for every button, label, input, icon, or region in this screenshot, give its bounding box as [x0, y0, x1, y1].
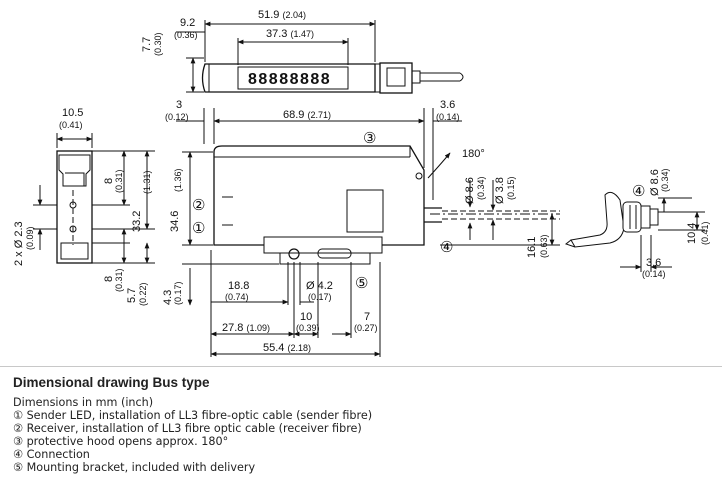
dim-top-offset-in: (0.36): [174, 30, 198, 40]
marker-3: ③: [363, 130, 376, 147]
dimensional-drawing: 88888888 51.9 (2.04) 9.2 (0.36) 37.3 (1.…: [13, 9, 710, 357]
dim-side-slot-w: 7: [364, 311, 370, 323]
dim-side-right-step-in: (0.14): [436, 112, 460, 122]
dim-side-hole-offset: 18.8: [228, 280, 249, 292]
dim-front-bot-off-in: (0.31): [114, 268, 124, 292]
dim-front-holes: 2 x Ø 2.3: [13, 221, 25, 266]
section-divider: [0, 366, 722, 367]
dim-top-overall: 51.9 (2.04): [258, 9, 306, 21]
dim-side-bracket-x: 27.8 (1.09): [222, 322, 270, 334]
caption-item-4: ④ Connection: [13, 448, 90, 462]
dim-front-fibre-pitch-in: (1.31): [142, 170, 152, 194]
side-view-body: [213, 145, 425, 246]
side-view: [176, 108, 560, 357]
dim-front-holes-in: (0.09): [25, 226, 35, 250]
dim-front-top-off-in: (0.31): [114, 169, 124, 193]
dim-front-width-in: (0.41): [59, 120, 83, 130]
dim-side-bottom-h-in: (0.17): [173, 281, 183, 305]
dim-top-height: 7.7: [141, 37, 153, 52]
top-view-body: [201, 63, 376, 93]
front-view-body: [56, 150, 93, 264]
marker-5: ⑤: [355, 275, 368, 292]
dim-side-left-step-in: (0.12): [165, 112, 189, 122]
mounting-bracket: [263, 236, 383, 254]
dim-side-hole-dia-in: (0.17): [308, 292, 332, 302]
dim-side-fibre-dia: Ø 3.8: [494, 177, 506, 204]
dim-side-bottom-h: 4.3: [162, 290, 174, 305]
dim-side-bracket-len: 55.4 (2.18): [263, 342, 311, 354]
marker-2: ②: [192, 197, 205, 214]
dim-side-height-in: (1.36): [173, 168, 183, 192]
caption-item-3: ③ protective hood opens approx. 180°: [13, 435, 229, 449]
dim-side-fibre-dia-in: (0.15): [506, 176, 516, 200]
caption-title: Dimensional drawing Bus type: [13, 375, 210, 390]
display-window: [237, 66, 349, 90]
dim-side-cable-dia: Ø 8.6: [464, 177, 476, 204]
dim-conn-height: 10.4: [686, 223, 698, 244]
dim-side-length: 68.9 (2.71): [283, 109, 331, 121]
dim-side-fibre-height-in: (0.63): [539, 234, 549, 258]
dim-top-display: 37.3 (1.47): [266, 28, 314, 40]
front-view: [33, 133, 155, 264]
caption-block: Dimensional drawing Bus type Dimensions …: [13, 375, 713, 475]
dim-conn-offset-in: (0.14): [642, 269, 666, 279]
dim-conn-offset: 3.6: [646, 257, 661, 269]
caption-item-2: ② Receiver, installation of LL3 fibre op…: [13, 422, 362, 436]
dim-side-bracket-w-in: (0.39): [296, 323, 320, 333]
side-view-window: [346, 189, 384, 233]
hood-outline: [570, 191, 625, 248]
dim-side-right-step: 3.6: [440, 99, 455, 111]
dim-top-offset: 9.2: [180, 17, 195, 29]
top-view-cable: [420, 72, 460, 82]
dim-front-bot-off: 8: [103, 276, 115, 282]
dim-side-bracket-w: 10: [300, 311, 312, 323]
dim-top-height-in: (0.30): [153, 32, 163, 56]
dim-front-bot-h-in: (0.22): [138, 282, 148, 306]
marker-1: ①: [192, 220, 205, 237]
marker-4-side: ④: [440, 239, 453, 256]
dim-conn-dia: Ø 8.6: [649, 169, 661, 196]
dim-front-top-off: 8: [103, 178, 115, 184]
dim-conn-height-in: (0.41): [700, 221, 710, 245]
connector-view: [564, 191, 705, 272]
dim-front-bot-h: 5.7: [126, 288, 138, 303]
caption-units: Dimensions in mm (inch): [13, 396, 154, 409]
dim-side-left-step: 3: [176, 99, 182, 111]
dim-side-hole-offset-in: (0.74): [225, 292, 249, 302]
dim-side-fibre-height: 16.1: [526, 237, 538, 258]
dim-conn-dia-in: (0.34): [660, 168, 670, 192]
marker-4-connector: ④: [632, 183, 645, 200]
dim-side-slot-w-in: (0.27): [354, 323, 378, 333]
connector-plug: [622, 201, 642, 233]
dim-side-height: 34.6: [169, 211, 181, 232]
dim-side-cable-dia-in: (0.34): [476, 176, 486, 200]
dim-front-width: 10.5: [62, 107, 83, 119]
dim-front-fibre-pitch: 33.2: [131, 211, 143, 232]
top-view: [176, 20, 464, 94]
caption-item-1: ① Sender LED, installation of LL3 fibre-…: [13, 409, 373, 423]
caption-item-5: ⑤ Mounting bracket, included with delive…: [13, 461, 256, 475]
dim-side-hole-dia: Ø 4.2: [306, 280, 333, 292]
hood-angle-label: 180°: [462, 148, 485, 160]
display-readout: 88888888: [248, 71, 331, 88]
